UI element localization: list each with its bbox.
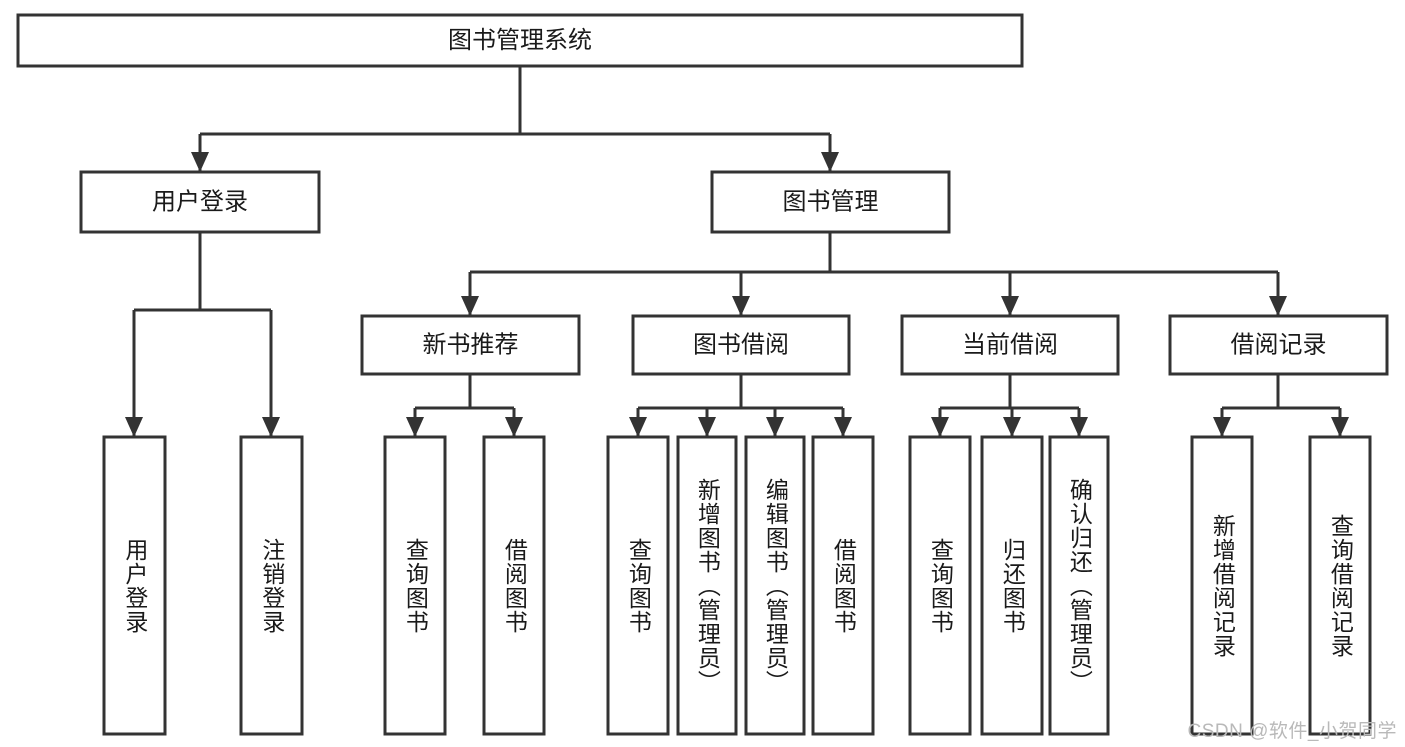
arrow-head-icon	[629, 417, 647, 437]
node-level3-3-label: 借阅记录	[1231, 331, 1327, 358]
node-leaf-10[interactable]	[1048, 435, 1110, 736]
arrow-head-icon	[1001, 296, 1019, 316]
node-root[interactable]	[16, 13, 1024, 68]
node-level3-3[interactable]	[1168, 314, 1389, 376]
node-leaf-9[interactable]	[980, 435, 1044, 736]
node-level3-2-label: 当前借阅	[962, 331, 1058, 358]
node-level3-0[interactable]	[360, 314, 581, 376]
arrow-head-icon	[931, 417, 949, 437]
arrow-head-icon	[461, 296, 479, 316]
node-level3-1-label: 图书借阅	[693, 331, 789, 358]
arrow-head-icon	[821, 152, 839, 172]
node-level2-0[interactable]	[79, 170, 321, 234]
arrow-head-icon	[732, 296, 750, 316]
node-level2-0-label: 用户登录	[152, 188, 248, 215]
arrow-head-icon	[766, 417, 784, 437]
arrow-head-icon	[505, 417, 523, 437]
node-level3-2[interactable]	[900, 314, 1120, 376]
arrow-head-icon	[834, 417, 852, 437]
arrow-head-icon	[698, 417, 716, 437]
node-leaf-12[interactable]	[1308, 435, 1372, 736]
node-leaf-6[interactable]	[744, 435, 806, 736]
node-root-label: 图书管理系统	[448, 27, 592, 54]
node-leaf-11[interactable]	[1190, 435, 1254, 736]
arrow-head-icon	[406, 417, 424, 437]
node-leaf-4[interactable]	[606, 435, 670, 736]
arrow-head-icon	[1269, 296, 1287, 316]
node-box-layer	[16, 13, 1389, 736]
node-level2-1[interactable]	[710, 170, 951, 234]
node-leaf-1[interactable]	[239, 435, 304, 736]
arrow-head-icon	[1003, 417, 1021, 437]
node-leaf-5[interactable]	[676, 435, 738, 736]
node-level3-1[interactable]	[631, 314, 851, 376]
node-leaf-7[interactable]	[811, 435, 875, 736]
arrow-head-icon	[1213, 417, 1231, 437]
node-leaf-2[interactable]	[383, 435, 447, 736]
connector-layer	[125, 66, 1349, 437]
node-level3-0-label: 新书推荐	[423, 331, 519, 358]
node-level2-1-label: 图书管理	[783, 188, 879, 215]
node-leaf-8[interactable]	[908, 435, 972, 736]
arrow-head-icon	[191, 152, 209, 172]
node-leaf-0[interactable]	[102, 435, 167, 736]
node-leaf-3[interactable]	[482, 435, 546, 736]
arrow-head-icon	[262, 417, 280, 437]
arrow-head-icon	[1331, 417, 1349, 437]
csdn-watermark: CSDN @软件_小贺同学	[1187, 721, 1397, 742]
arrow-head-icon	[1070, 417, 1088, 437]
arrow-head-icon	[125, 417, 143, 437]
